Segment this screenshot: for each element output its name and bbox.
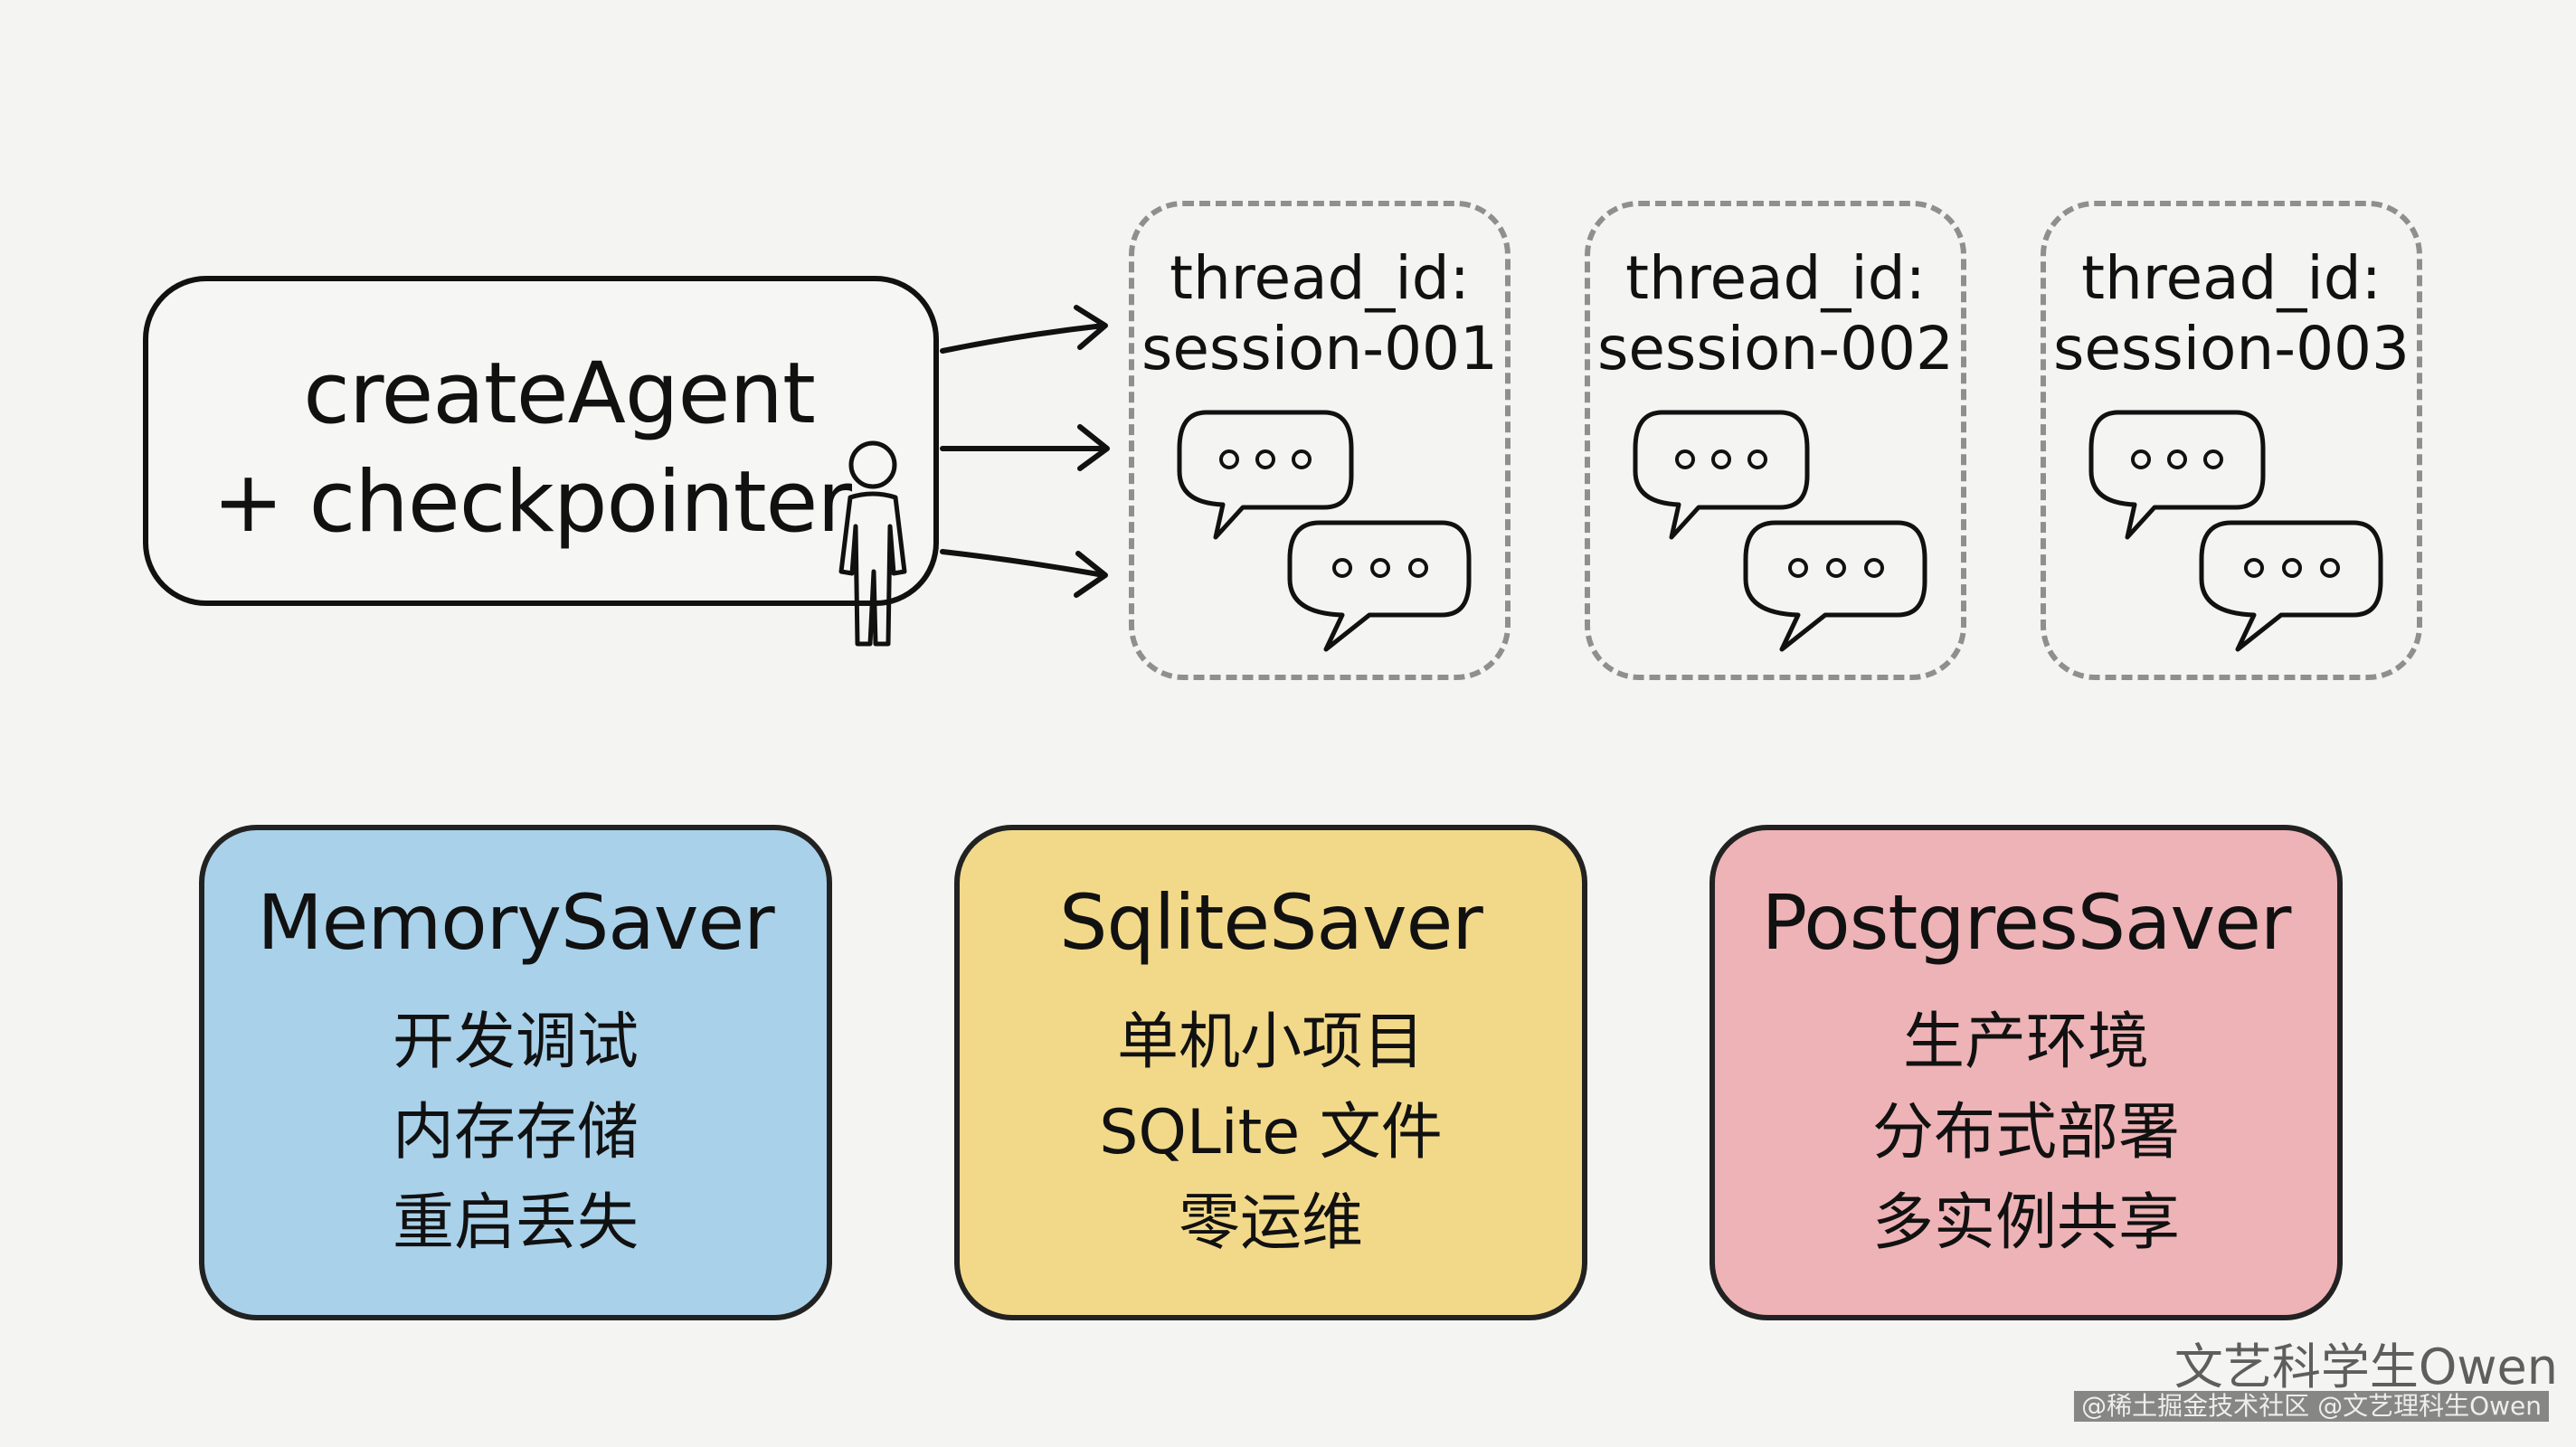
watermark-platform: @稀土掘金技术社区 @文艺理科生Owen xyxy=(2074,1391,2549,1422)
person-icon xyxy=(838,440,907,647)
thread-box-2: thread_id: session-002 xyxy=(1585,201,1966,680)
postgres-saver-box: PostgresSaver 生产环境 分布式部署 多实例共享 xyxy=(1709,825,2343,1320)
saver-feature: 重启丢失 xyxy=(392,1187,639,1259)
saver-feature: 开发调试 xyxy=(392,1007,639,1078)
arrow-3 xyxy=(940,549,1106,578)
saver-feature: 多实例共享 xyxy=(1871,1187,2180,1259)
thread-session-label: session-003 xyxy=(2052,314,2410,383)
saver-title: PostgresSaver xyxy=(1761,878,2292,967)
saver-feature: 单机小项目 xyxy=(1116,1007,1425,1078)
saver-feature: 生产环境 xyxy=(1902,1007,2149,1078)
thread-id-label: thread_id: xyxy=(1625,243,1926,313)
saver-feature: SQLite 文件 xyxy=(1099,1097,1443,1168)
arrow-1 xyxy=(940,323,1106,354)
sqlite-saver-box: SqliteSaver 单机小项目 SQLite 文件 零运维 xyxy=(954,825,1587,1320)
thread-session-label: session-001 xyxy=(1141,314,1499,383)
chat-bubble-icon xyxy=(1743,520,1927,652)
saver-title: SqliteSaver xyxy=(1059,878,1483,967)
saver-feature: 分布式部署 xyxy=(1871,1097,2180,1168)
chat-bubble-icon xyxy=(1287,520,1472,652)
memory-saver-box: MemorySaver 开发调试 内存存储 重启丢失 xyxy=(199,825,832,1320)
saver-title: MemorySaver xyxy=(257,878,774,967)
agent-box: createAgent + checkpointer xyxy=(143,276,939,606)
saver-feature: 零运维 xyxy=(1178,1187,1363,1259)
thread-id-label: thread_id: xyxy=(1170,243,1470,313)
watermark-author: 文艺科学生Owen xyxy=(2174,1338,2558,1395)
chat-bubble-icon xyxy=(1177,410,1354,540)
chat-bubble-icon xyxy=(1633,410,1810,540)
chat-bubble-icon xyxy=(2199,520,2383,652)
thread-box-1: thread_id: session-001 xyxy=(1129,201,1511,680)
thread-box-3: thread_id: session-003 xyxy=(2041,201,2422,680)
agent-checkpointer-label: + checkpointer xyxy=(212,453,852,552)
chat-bubble-icon xyxy=(2088,410,2266,540)
saver-feature: 内存存储 xyxy=(392,1097,639,1168)
agent-title: createAgent xyxy=(303,345,816,443)
thread-session-label: session-002 xyxy=(1596,314,1955,383)
thread-id-label: thread_id: xyxy=(2081,243,2382,313)
arrows-to-threads xyxy=(940,305,1110,598)
